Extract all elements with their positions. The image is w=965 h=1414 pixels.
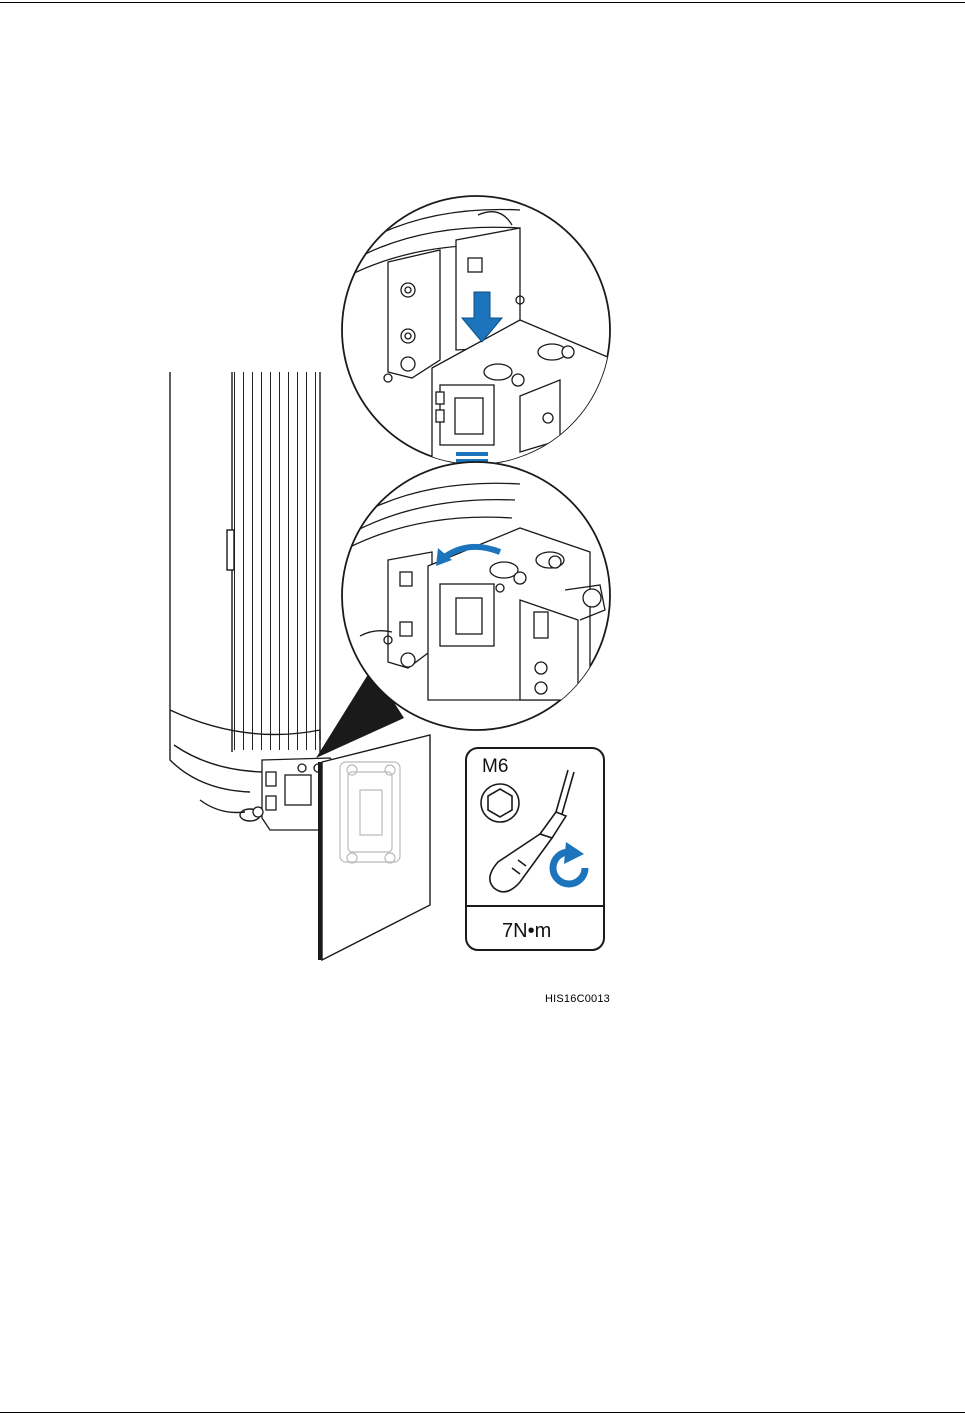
figure-code: HIS16C0013 xyxy=(545,993,610,1005)
hex-socket-icon xyxy=(481,784,519,822)
torque-value-label: 7N•m xyxy=(502,920,551,943)
detail-view-top xyxy=(342,196,610,470)
antenna-column xyxy=(170,372,320,821)
mounting-plate xyxy=(318,735,430,960)
footer-rule xyxy=(0,1412,965,1413)
detail-view-bottom xyxy=(342,462,610,730)
bolt-size-label: M6 xyxy=(482,756,508,778)
